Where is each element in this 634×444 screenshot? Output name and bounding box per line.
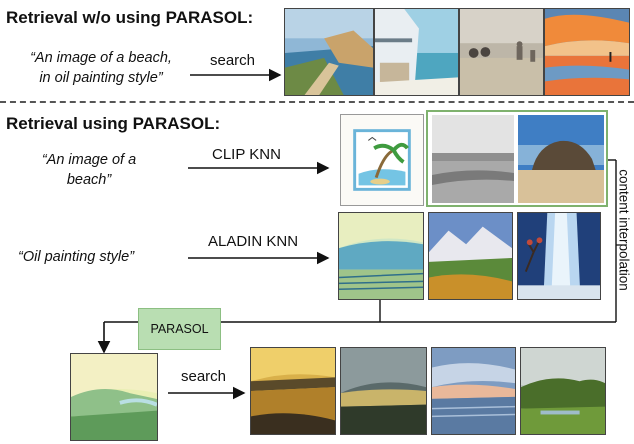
top-search-label: search bbox=[210, 52, 256, 69]
result-image-beach-people bbox=[459, 8, 544, 96]
style-image-abstract-sea bbox=[338, 212, 424, 300]
top-query-line-1: “An image of a beach, bbox=[30, 50, 172, 66]
content-results-highlight-box bbox=[426, 110, 608, 207]
content-query-line-2: beach” bbox=[66, 172, 112, 188]
parasol-query-image bbox=[70, 353, 158, 441]
bottom-section-title: Retrieval using PARASOL: bbox=[6, 114, 221, 133]
top-query-text: “An image of a beach, in oil painting st… bbox=[6, 48, 196, 88]
top-section-title: Retrieval w/o using PARASOL: bbox=[6, 8, 254, 27]
content-image-gray-beach bbox=[432, 115, 514, 203]
style-query-text: “Oil painting style” bbox=[18, 249, 135, 265]
content-image-rock-beach bbox=[518, 115, 604, 203]
result-image-coastal-cliff bbox=[284, 8, 374, 96]
section-divider bbox=[0, 101, 634, 103]
final-image-golden-field bbox=[250, 347, 336, 435]
aladin-knn-label: ALADIN KNN bbox=[208, 233, 299, 250]
parasol-box: PARASOL bbox=[138, 308, 221, 350]
final-image-sunset-lake bbox=[431, 347, 516, 435]
final-search-label: search bbox=[181, 368, 227, 385]
content-image-beach-clipart bbox=[340, 114, 424, 206]
result-image-orange-sunset-beach bbox=[544, 8, 630, 96]
clip-knn-label: CLIP KNN bbox=[212, 146, 281, 163]
final-image-stormy-sky bbox=[340, 347, 427, 435]
content-interpolation-label: content interpolation bbox=[616, 169, 632, 291]
style-image-waterfall bbox=[517, 212, 601, 300]
style-image-mountain-landscape bbox=[428, 212, 513, 300]
final-image-green-field bbox=[520, 347, 606, 435]
top-query-line-2: in oil painting style” bbox=[39, 70, 163, 86]
content-query-text: “An image of a beach” bbox=[14, 150, 164, 190]
result-image-seaside-balcony bbox=[374, 8, 459, 96]
content-query-line-1: “An image of a bbox=[41, 152, 137, 168]
